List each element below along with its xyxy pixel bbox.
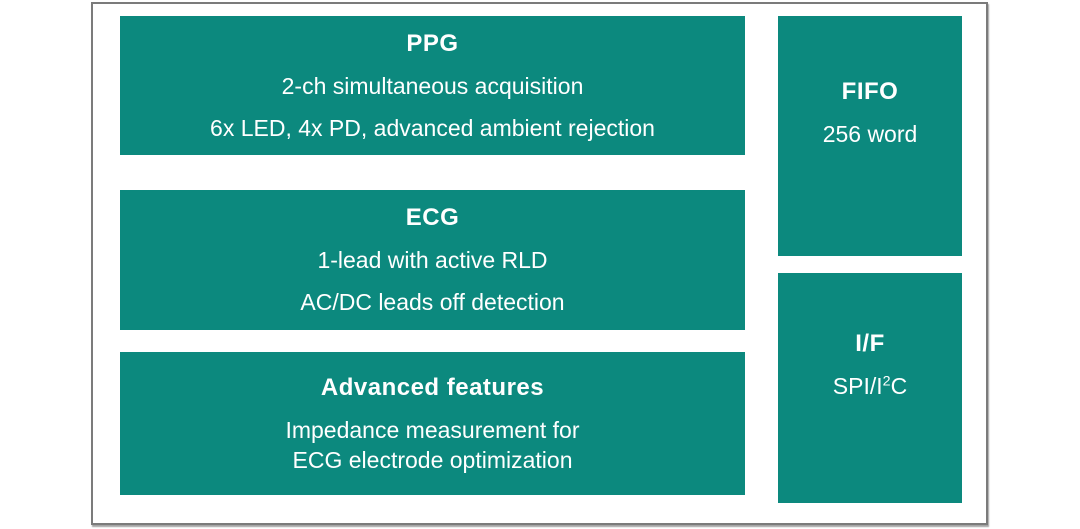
interface-content: I/F SPI/I2C <box>833 330 907 400</box>
ecg-line-2: AC/DC leads off detection <box>300 289 565 315</box>
interface-line-suffix: C <box>890 373 908 399</box>
block-ppg: PPG 2-ch simultaneous acquisition 6x LED… <box>120 16 745 155</box>
ppg-line-2: 6x LED, 4x PD, advanced ambient rejectio… <box>210 114 655 141</box>
outer-frame: PPG 2-ch simultaneous acquisition 6x LED… <box>91 2 988 525</box>
interface-line-superscript: 2 <box>882 373 891 390</box>
fifo-line-1: 256 word <box>822 121 918 147</box>
interface-title: I/F <box>855 330 885 357</box>
advanced-line-1: Impedance measurement for <box>285 416 580 443</box>
interface-line-1: SPI/I2C <box>833 372 907 400</box>
block-ecg: ECG 1-lead with active RLD AC/DC leads o… <box>120 190 745 330</box>
ppg-line-1: 2-ch simultaneous acquisition <box>281 72 584 99</box>
block-fifo: FIFO 256 word <box>778 16 962 256</box>
fifo-content: FIFO 256 word <box>823 78 918 148</box>
block-interface: I/F SPI/I2C <box>778 273 962 503</box>
ppg-title: PPG <box>406 29 459 57</box>
advanced-line-2: ECG electrode optimization <box>292 446 573 473</box>
advanced-title: Advanced features <box>320 373 545 401</box>
ecg-line-1: 1-lead with active RLD <box>317 247 548 273</box>
ecg-title: ECG <box>405 204 460 231</box>
block-advanced-features: Advanced features Impedance measurement … <box>120 352 745 495</box>
fifo-title: FIFO <box>841 78 899 105</box>
interface-line-prefix: SPI/I <box>832 373 883 399</box>
